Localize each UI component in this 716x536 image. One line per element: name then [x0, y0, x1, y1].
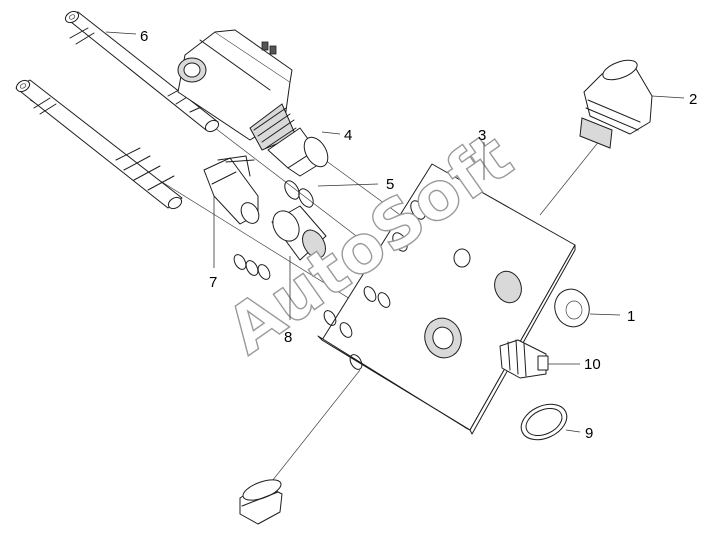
part-2-fitting — [579, 59, 653, 149]
callout-1: 1 — [627, 308, 635, 325]
callout-7: 7 — [209, 274, 217, 291]
callout-2: 2 — [689, 91, 697, 108]
part-rod-lower — [15, 79, 183, 210]
part-10-sensor — [499, 339, 549, 379]
callout-9: 9 — [585, 425, 593, 442]
callout-6: 6 — [140, 28, 148, 45]
part-5-o-rings — [284, 180, 314, 208]
part-bottom-plug — [239, 479, 283, 525]
part-4-solenoid-valve — [177, 29, 329, 177]
callout-4: 4 — [344, 127, 352, 144]
callout-8: 8 — [284, 329, 292, 346]
callout-5: 5 — [386, 176, 394, 193]
part-1-plug — [554, 288, 590, 328]
part-9-o-ring — [520, 403, 568, 441]
leader-lines — [105, 31, 685, 433]
part-6-rod — [64, 10, 220, 133]
callout-10: 10 — [584, 356, 601, 373]
part-3-valve-block — [317, 163, 576, 435]
callouts: 1 2 3 4 5 6 7 8 9 10 — [140, 28, 697, 442]
part-8-fitting — [233, 205, 327, 280]
callout-3: 3 — [478, 127, 486, 144]
part-7-connector — [203, 155, 260, 225]
